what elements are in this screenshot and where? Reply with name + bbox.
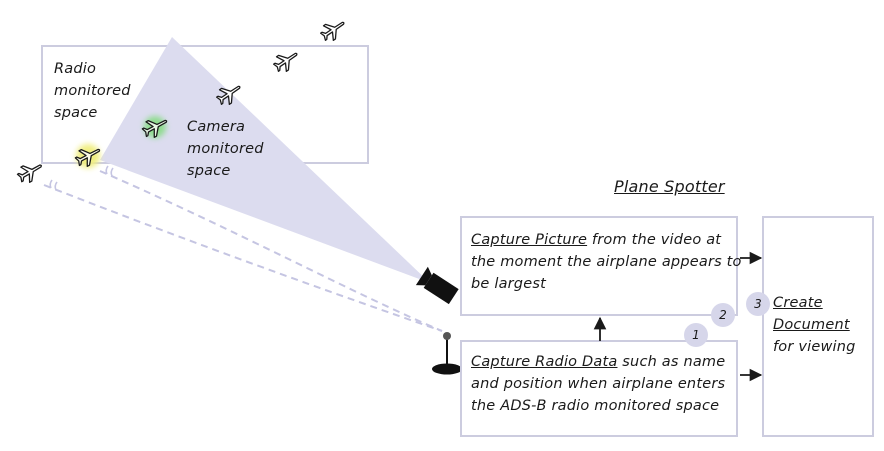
airplane-icon [317, 14, 350, 45]
camera-space-label: Camera monitored space [187, 116, 264, 182]
step-badge-3: 3 [746, 292, 770, 316]
camera-beam [100, 37, 430, 283]
capture-picture-line: be largest [471, 276, 546, 292]
radio-space-label-line: Radio [54, 61, 97, 77]
camera-space-label-line: monitored [187, 141, 264, 157]
capture-picture-box [460, 216, 738, 316]
antenna-icon [432, 332, 462, 375]
capture-picture-desc: from the video at [587, 232, 722, 248]
radio-signal-path-1 [43, 184, 443, 332]
capture-picture-line: the moment the airplane appears to [471, 254, 742, 270]
airplane-icon-radio-tracked [74, 144, 101, 168]
radio-ripple-1 [49, 179, 58, 191]
capture-radio-link[interactable]: Capture Radio Data [471, 354, 618, 370]
radio-space-label-line: monitored [54, 83, 131, 99]
capture-radio-line: Capture Radio Data such as name [471, 351, 725, 373]
capture-picture-link[interactable]: Capture Picture [471, 232, 588, 248]
create-document-desc: for viewing [773, 339, 856, 355]
capture-radio-desc: such as name [617, 354, 726, 370]
radio-signal-path-2 [99, 170, 443, 332]
radio-space-label: Radio monitored space [54, 58, 131, 124]
create-document-link[interactable]: Document [773, 317, 850, 333]
airplane-icon [270, 45, 303, 76]
capture-radio-box [460, 340, 738, 437]
capture-picture-line: Capture Picture from the video at [471, 229, 742, 251]
capture-radio-line: and position when airplane enters [471, 376, 726, 392]
create-document-link[interactable]: Create [773, 295, 823, 311]
diagram-title: Plane Spotter [614, 176, 725, 198]
create-document-text: Create Document for viewing [773, 292, 856, 358]
camera-space-label-line: Camera [187, 119, 246, 135]
capture-picture-text: Capture Picture from the video at the mo… [471, 229, 742, 295]
diagram-title-text: Plane Spotter [614, 177, 725, 196]
capture-radio-text: Capture Radio Data such as name and posi… [471, 351, 725, 417]
step-badge-1: 1 [684, 323, 708, 347]
radio-ripple-2 [105, 165, 114, 177]
step-badge-2: 2 [711, 303, 735, 327]
radio-space-label-line: space [54, 105, 98, 121]
camera-space-label-line: space [187, 163, 231, 179]
camera-icon [415, 266, 459, 305]
capture-radio-line: the ADS-B radio monitored space [471, 398, 720, 414]
airplane-icon-camera-tracked [141, 116, 168, 139]
create-document-box [762, 216, 874, 437]
